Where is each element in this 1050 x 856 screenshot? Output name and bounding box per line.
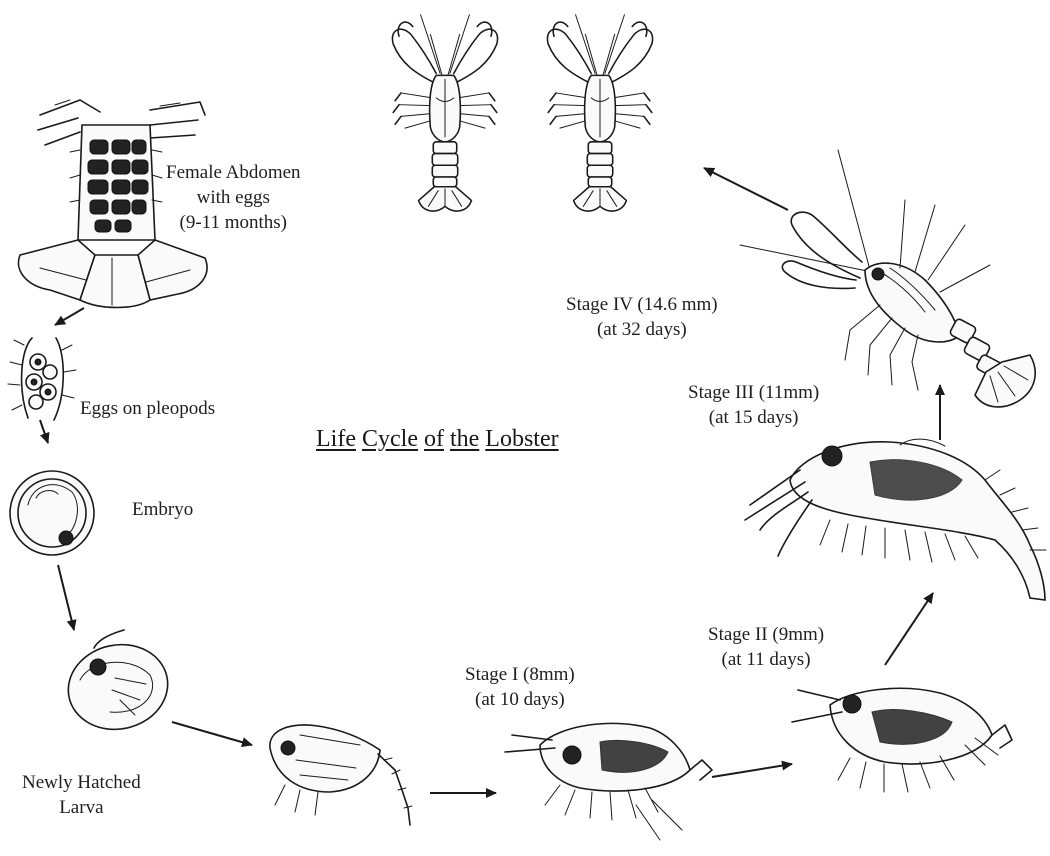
stage-2-label-line1: Stage II (9mm) xyxy=(708,622,824,647)
stage-3-larva-icon xyxy=(745,439,1046,600)
title-word: Lobster xyxy=(485,426,558,452)
female-abdomen-label-line2: with eggs xyxy=(166,185,301,210)
stage-1-label-line2: (at 10 days) xyxy=(465,687,575,712)
title-word: Cycle xyxy=(362,426,418,452)
newly-hatched-label-line1: Newly Hatched xyxy=(22,770,141,795)
title-word: of xyxy=(424,426,444,452)
female-abdomen-label-line1: Female Abdomen xyxy=(166,160,301,185)
stage-4-label-line2: (at 32 days) xyxy=(566,317,718,342)
eggs-on-pleopods-label: Eggs on pleopods xyxy=(80,396,215,421)
female-abdomen-label: Female Abdomen with eggs (9-11 months) xyxy=(166,160,301,235)
stage-4-label-line1: Stage IV (14.6 mm) xyxy=(566,292,718,317)
stage-2-label-line2: (at 11 days) xyxy=(708,647,824,672)
stage-4-lobster-icon xyxy=(740,150,1035,407)
stage-3-label-line1: Stage III (11mm) xyxy=(688,380,819,405)
female-abdomen-label-line3: (9-11 months) xyxy=(166,210,301,235)
embryo-icon xyxy=(10,471,94,555)
stage-1-larva-icon xyxy=(505,723,712,840)
newly-hatched-label-line2: Larva xyxy=(22,795,141,820)
newly-hatched-label: Newly Hatched Larva xyxy=(22,770,141,820)
stage-1-label: Stage I (8mm) (at 10 days) xyxy=(465,662,575,712)
diagram-title: Life Cycle of the Lobster xyxy=(316,426,559,453)
title-word: the xyxy=(450,426,479,452)
stage-1-label-line1: Stage I (8mm) xyxy=(465,662,575,687)
hatched-larva-icon xyxy=(60,630,175,738)
stage-4-label: Stage IV (14.6 mm) (at 32 days) xyxy=(566,292,718,342)
stage-3-label: Stage III (11mm) (at 15 days) xyxy=(688,380,819,430)
larva-icon xyxy=(270,725,412,825)
embryo-label: Embryo xyxy=(132,497,193,522)
stage-2-larva-icon xyxy=(792,688,1012,792)
stage-2-label: Stage II (9mm) (at 11 days) xyxy=(708,622,824,672)
eggs-on-pleopods-icon xyxy=(8,338,76,420)
title-word: Life xyxy=(316,426,356,452)
adult-lobster-icon xyxy=(392,15,652,211)
stage-3-label-line2: (at 15 days) xyxy=(688,405,819,430)
